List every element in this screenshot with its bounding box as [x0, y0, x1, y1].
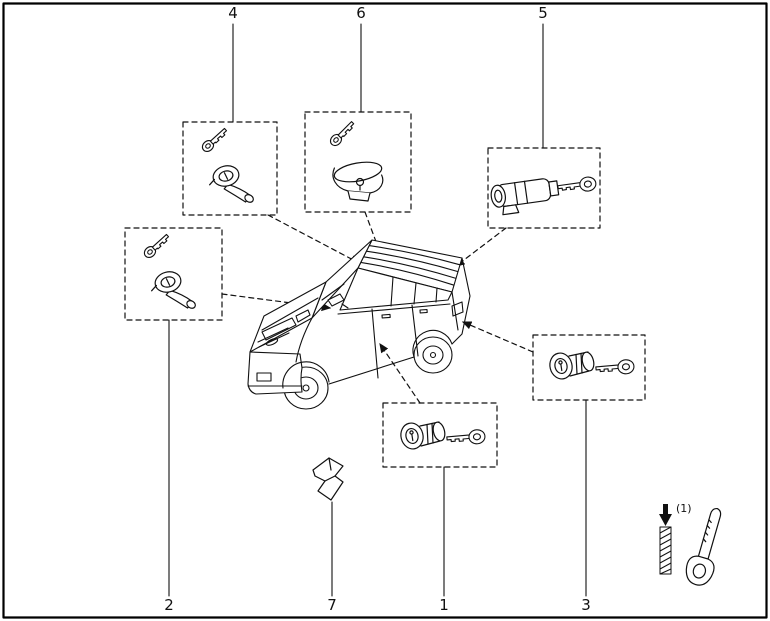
legend-key-icon: [685, 507, 722, 586]
detail-boxes: [124, 111, 646, 468]
callout-1: 1: [439, 596, 449, 614]
callout-leader-lines: [168, 23, 587, 597]
detail-box-3: [532, 334, 646, 401]
detail-box-6: [304, 111, 412, 213]
part-7-retaining-clip: [312, 457, 344, 501]
side-mirror: [327, 293, 349, 309]
detail-box-1: [382, 402, 498, 468]
detail-box-5: [487, 147, 601, 229]
vehicle-illustration: [247, 239, 471, 410]
lock-cylinder-icon: [148, 265, 202, 311]
part-3-lock-barrel: [546, 350, 636, 382]
callout-4: 4: [228, 4, 238, 22]
part-6-lock-cap: [327, 118, 384, 202]
key-icon: [556, 175, 598, 196]
key-icon: [141, 231, 172, 261]
down-arrow-icon: [659, 504, 672, 526]
key-icon: [594, 358, 636, 377]
key-legend: [659, 504, 722, 586]
front-fascia: [247, 309, 311, 395]
lock-cylinder-icon: [206, 159, 260, 205]
callout-3: 3: [581, 596, 591, 614]
callout-5: 5: [538, 4, 548, 22]
side-body: [282, 267, 453, 389]
callout-7: 7: [327, 596, 337, 614]
rear-body: [451, 257, 471, 345]
lock-barrel-icon: [546, 350, 597, 382]
lock-barrel-icon: [397, 420, 448, 452]
part-2-door-lock-cylinder: [141, 231, 202, 311]
callout-2: 2: [164, 596, 174, 614]
detail-box-2: [124, 227, 223, 321]
key-code-section-icon: [659, 526, 672, 575]
ignition-barrel-icon: [490, 178, 560, 216]
lock-cap-icon: [332, 161, 384, 202]
part-5-ignition-barrel: [490, 175, 598, 216]
key-icon: [199, 125, 230, 155]
detail-box-4: [182, 121, 278, 216]
callout-6: 6: [356, 4, 366, 22]
part-4-door-lock-cylinder: [199, 125, 260, 205]
key-icon: [327, 118, 358, 149]
key-detail-label: (1): [676, 502, 692, 515]
key-icon: [445, 428, 487, 447]
roof: [357, 239, 463, 293]
wheels: [283, 336, 453, 410]
part-1-lock-barrel: [397, 420, 487, 452]
